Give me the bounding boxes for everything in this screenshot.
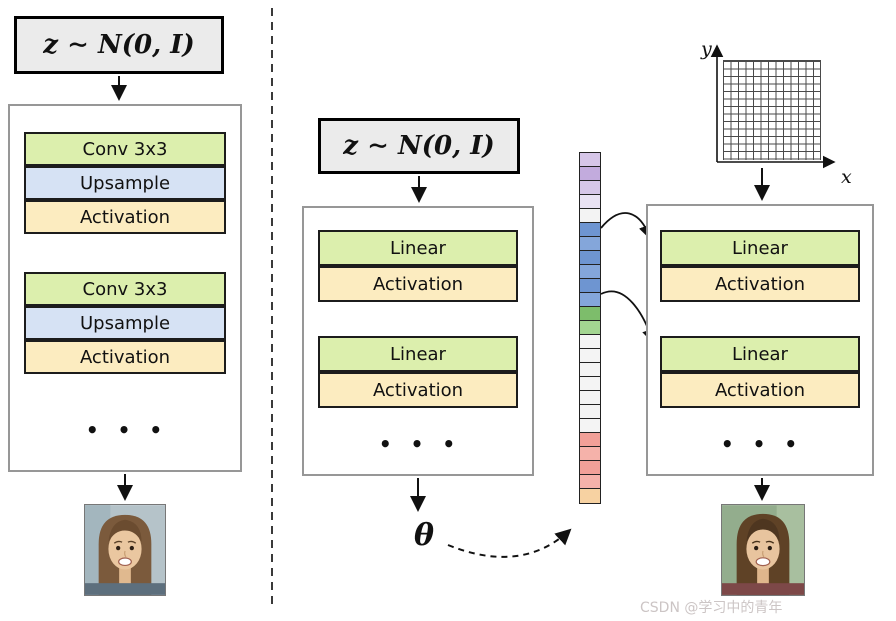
- watermark-text: CSDN @学习中的青年: [640, 600, 783, 616]
- vector-cell: [580, 405, 600, 419]
- theta-parameters-label: θ: [413, 518, 435, 553]
- face-illustration: [722, 505, 804, 595]
- parameter-vector: [579, 152, 601, 504]
- vector-cell: [580, 293, 600, 307]
- activation-block: Activation: [660, 266, 860, 302]
- vector-cell: [580, 181, 600, 195]
- vector-cell: [580, 391, 600, 405]
- vector-cell: [580, 251, 600, 265]
- linear-block: Linear: [660, 230, 860, 266]
- conv-block: Conv 3x3: [24, 132, 226, 166]
- coordinate-grid: [723, 60, 821, 160]
- activation-block: Activation: [24, 340, 226, 374]
- linear-block: Linear: [318, 336, 518, 372]
- activation-block: Activation: [24, 200, 226, 234]
- conv-block: Conv 3x3: [24, 272, 226, 306]
- axis-y-label: y: [701, 38, 712, 60]
- vector-cell: [580, 237, 600, 251]
- vector-cell: [580, 433, 600, 447]
- vector-cell: [580, 321, 600, 335]
- ellipsis-dots: • • •: [85, 418, 165, 442]
- face-illustration: [85, 505, 165, 595]
- theta-to-vector-dashed-arrow: [447, 528, 572, 558]
- vector-cell: [580, 419, 600, 433]
- vector-cell: [580, 153, 600, 167]
- vector-cell: [580, 223, 600, 237]
- vector-cell: [580, 195, 600, 209]
- vector-cell: [580, 349, 600, 363]
- activation-block: Activation: [318, 372, 518, 408]
- linear-block: Linear: [660, 336, 860, 372]
- vector-cell: [580, 377, 600, 391]
- ellipsis-dots: • • •: [378, 432, 458, 456]
- vector-cell: [580, 307, 600, 321]
- vector-cell: [580, 489, 600, 503]
- generated-face-image: [721, 504, 805, 596]
- vector-cell: [580, 335, 600, 349]
- vector-cell: [580, 363, 600, 377]
- vector-to-layer1-arrow: [600, 212, 653, 240]
- latent-sample-box-middle: z ∼ N(0, I): [318, 118, 520, 174]
- upsample-block: Upsample: [24, 306, 226, 340]
- vector-cell: [580, 447, 600, 461]
- axis-x-label: x: [841, 166, 852, 188]
- activation-block: Activation: [318, 266, 518, 302]
- vector-cell: [580, 279, 600, 293]
- vector-cell: [580, 461, 600, 475]
- latent-sample-box-left: z ∼ N(0, I): [14, 16, 224, 74]
- linear-block: Linear: [318, 230, 518, 266]
- generated-face-image: [84, 504, 166, 596]
- vector-cell: [580, 209, 600, 223]
- ellipsis-dots: • • •: [720, 432, 800, 456]
- vector-cell: [580, 475, 600, 489]
- vector-cell: [580, 167, 600, 181]
- vector-cell: [580, 265, 600, 279]
- activation-block: Activation: [660, 372, 860, 408]
- upsample-block: Upsample: [24, 166, 226, 200]
